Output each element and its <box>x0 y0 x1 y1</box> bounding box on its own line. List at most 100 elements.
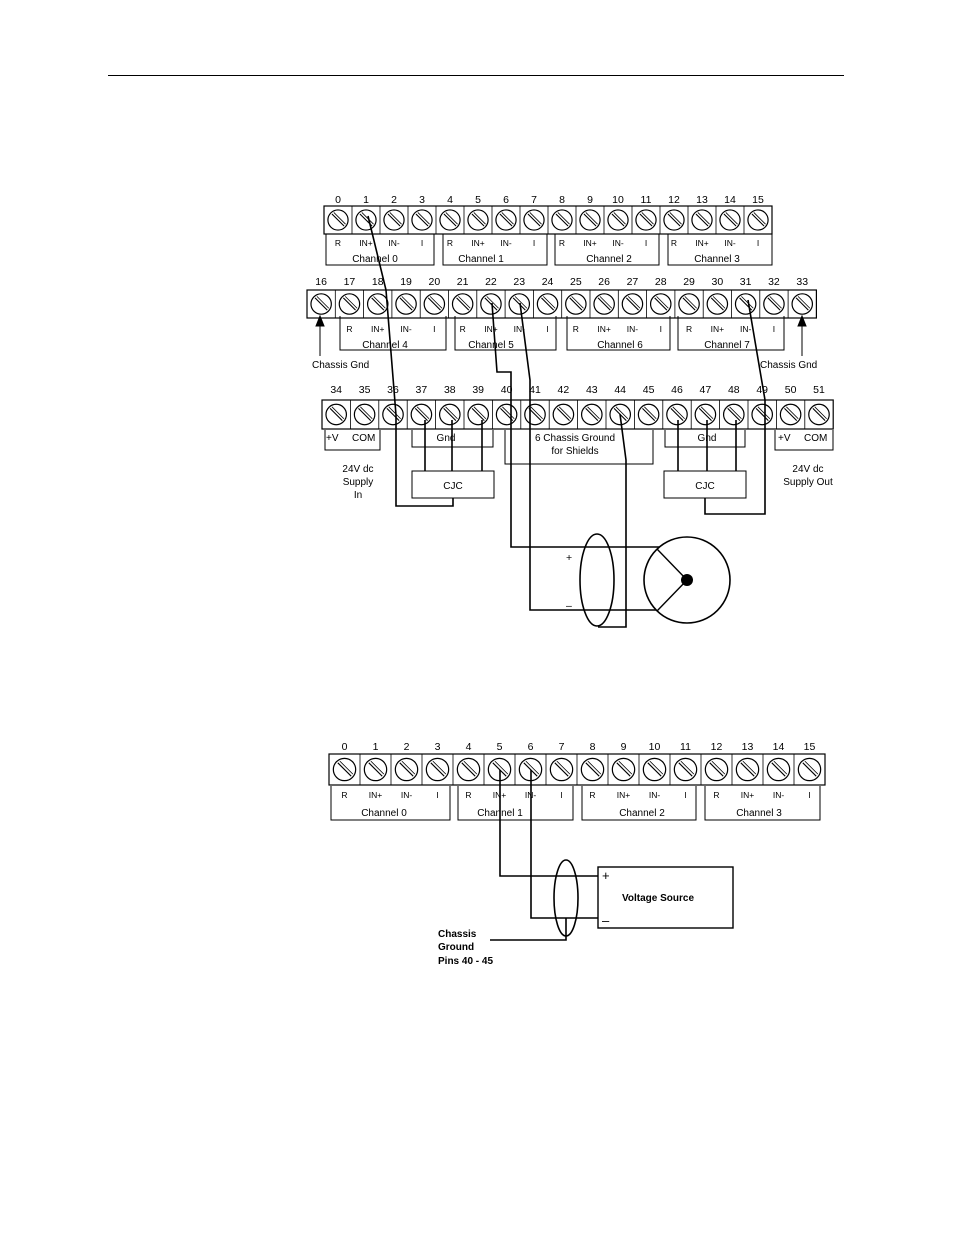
terminal-number: 0 <box>342 741 348 753</box>
screw-slot <box>773 760 788 775</box>
thermocouple-minus: – <box>566 600 572 612</box>
screw-slot <box>429 296 443 309</box>
voltage-plus: + <box>602 868 610 883</box>
terminal-number: 10 <box>649 741 661 753</box>
screw-slot <box>388 406 401 420</box>
supply-out-label-2: Supply Out <box>783 477 833 488</box>
screw-slot <box>386 407 400 422</box>
screw-slot <box>613 212 626 225</box>
screw-slot <box>331 406 345 420</box>
terminal-number: 24 <box>542 276 554 288</box>
screw-slot <box>389 212 402 225</box>
screw-slot <box>415 213 429 227</box>
signal-label: IN- <box>401 790 413 800</box>
signal-label: IN- <box>612 238 624 248</box>
terminal-number: 6 <box>528 741 534 753</box>
terminal-number: 41 <box>529 384 541 396</box>
terminal-number: 44 <box>614 384 626 396</box>
supply-in-com: COM <box>352 433 375 444</box>
terminal-number: 48 <box>728 384 740 396</box>
screw-slot <box>757 406 771 420</box>
signal-label: R <box>341 790 347 800</box>
terminal-number: 36 <box>387 384 399 396</box>
screw-slot <box>558 406 572 420</box>
screw-slot <box>512 297 526 311</box>
signal-label: I <box>808 790 810 800</box>
terminal-number: 2 <box>404 741 410 753</box>
screw-slot <box>370 760 385 775</box>
screw-slot <box>599 296 613 309</box>
screw-slot <box>523 762 538 777</box>
signal-label: I <box>757 238 759 248</box>
signal-label: IN+ <box>359 238 373 248</box>
terminal-number: 35 <box>359 384 371 396</box>
screw-slot <box>399 297 413 311</box>
screw-slot <box>525 760 540 775</box>
screw-slot <box>416 406 430 420</box>
voltage-channel-brackets <box>330 786 821 821</box>
terminal-number: 43 <box>586 384 598 396</box>
terminal-number: 47 <box>700 384 712 396</box>
terminal-number: 34 <box>330 384 342 396</box>
signal-label: R <box>559 238 565 248</box>
screw-slot <box>725 212 738 225</box>
screw-slot <box>597 297 611 311</box>
screw-slot <box>656 296 669 309</box>
screw-slot <box>814 406 827 420</box>
terminal-number: 8 <box>559 194 565 206</box>
screw-slot <box>361 212 374 225</box>
signal-label: IN+ <box>741 790 755 800</box>
terminal-number: 28 <box>655 276 667 288</box>
thermocouple-wires <box>491 302 660 628</box>
terminal-number: 12 <box>668 194 680 206</box>
chassis-gnd-right-label: Chassis Gnd <box>760 360 817 371</box>
screw-slot <box>569 297 583 311</box>
signal-label: IN- <box>400 324 412 334</box>
screw-slot <box>373 296 386 309</box>
terminal-number: 6 <box>503 194 509 206</box>
chassis-ground-label-2: Ground <box>438 942 474 953</box>
terminal-number: 3 <box>419 194 425 206</box>
screw-slot <box>471 407 485 422</box>
signal-label: IN- <box>740 324 752 334</box>
screw-slot <box>678 762 693 777</box>
voltage-source-box <box>597 866 734 929</box>
screw-slot <box>530 406 543 420</box>
signal-label: R <box>460 324 466 334</box>
screw-slot <box>556 407 570 422</box>
screw-slot <box>502 406 515 420</box>
terminal-number: 3 <box>435 741 441 753</box>
chassis-gnd-arrows <box>315 314 807 356</box>
screw-slot <box>585 212 598 225</box>
v-channel-3-label: Channel 3 <box>736 808 782 819</box>
screw-slot <box>339 760 354 775</box>
channel-6-label: Channel 6 <box>597 340 643 351</box>
signal-label: I <box>645 238 647 248</box>
terminal-number: 45 <box>643 384 655 396</box>
screw-slot <box>654 297 668 311</box>
screw-slot <box>492 762 507 777</box>
signal-label: IN- <box>773 790 785 800</box>
terminal-number: 27 <box>627 276 639 288</box>
terminal-row-voltage: 0R1IN+2IN-3I4R5IN+6IN-7I8R9IN+10IN-11I12… <box>328 741 826 800</box>
screw-slot <box>644 406 657 420</box>
channel-4-label: Channel 4 <box>362 340 408 351</box>
chassis-gnd-left-label: Chassis Gnd <box>312 360 369 371</box>
screw-slot <box>804 760 819 775</box>
terminal-number: 13 <box>742 741 754 753</box>
screw-slot <box>641 212 654 225</box>
screw-slot <box>543 296 556 309</box>
screw-slot <box>682 297 696 311</box>
supply-out-com: COM <box>804 433 827 444</box>
screw-slot <box>771 762 786 777</box>
supply-out-plus-v: +V <box>778 433 791 444</box>
terminal-number: 20 <box>429 276 441 288</box>
supply-in-plus-v: +V <box>326 433 339 444</box>
screw-slot <box>401 760 416 775</box>
screw-slot <box>587 760 602 775</box>
terminal-number: 16 <box>315 276 327 288</box>
screw-slot <box>784 407 798 422</box>
